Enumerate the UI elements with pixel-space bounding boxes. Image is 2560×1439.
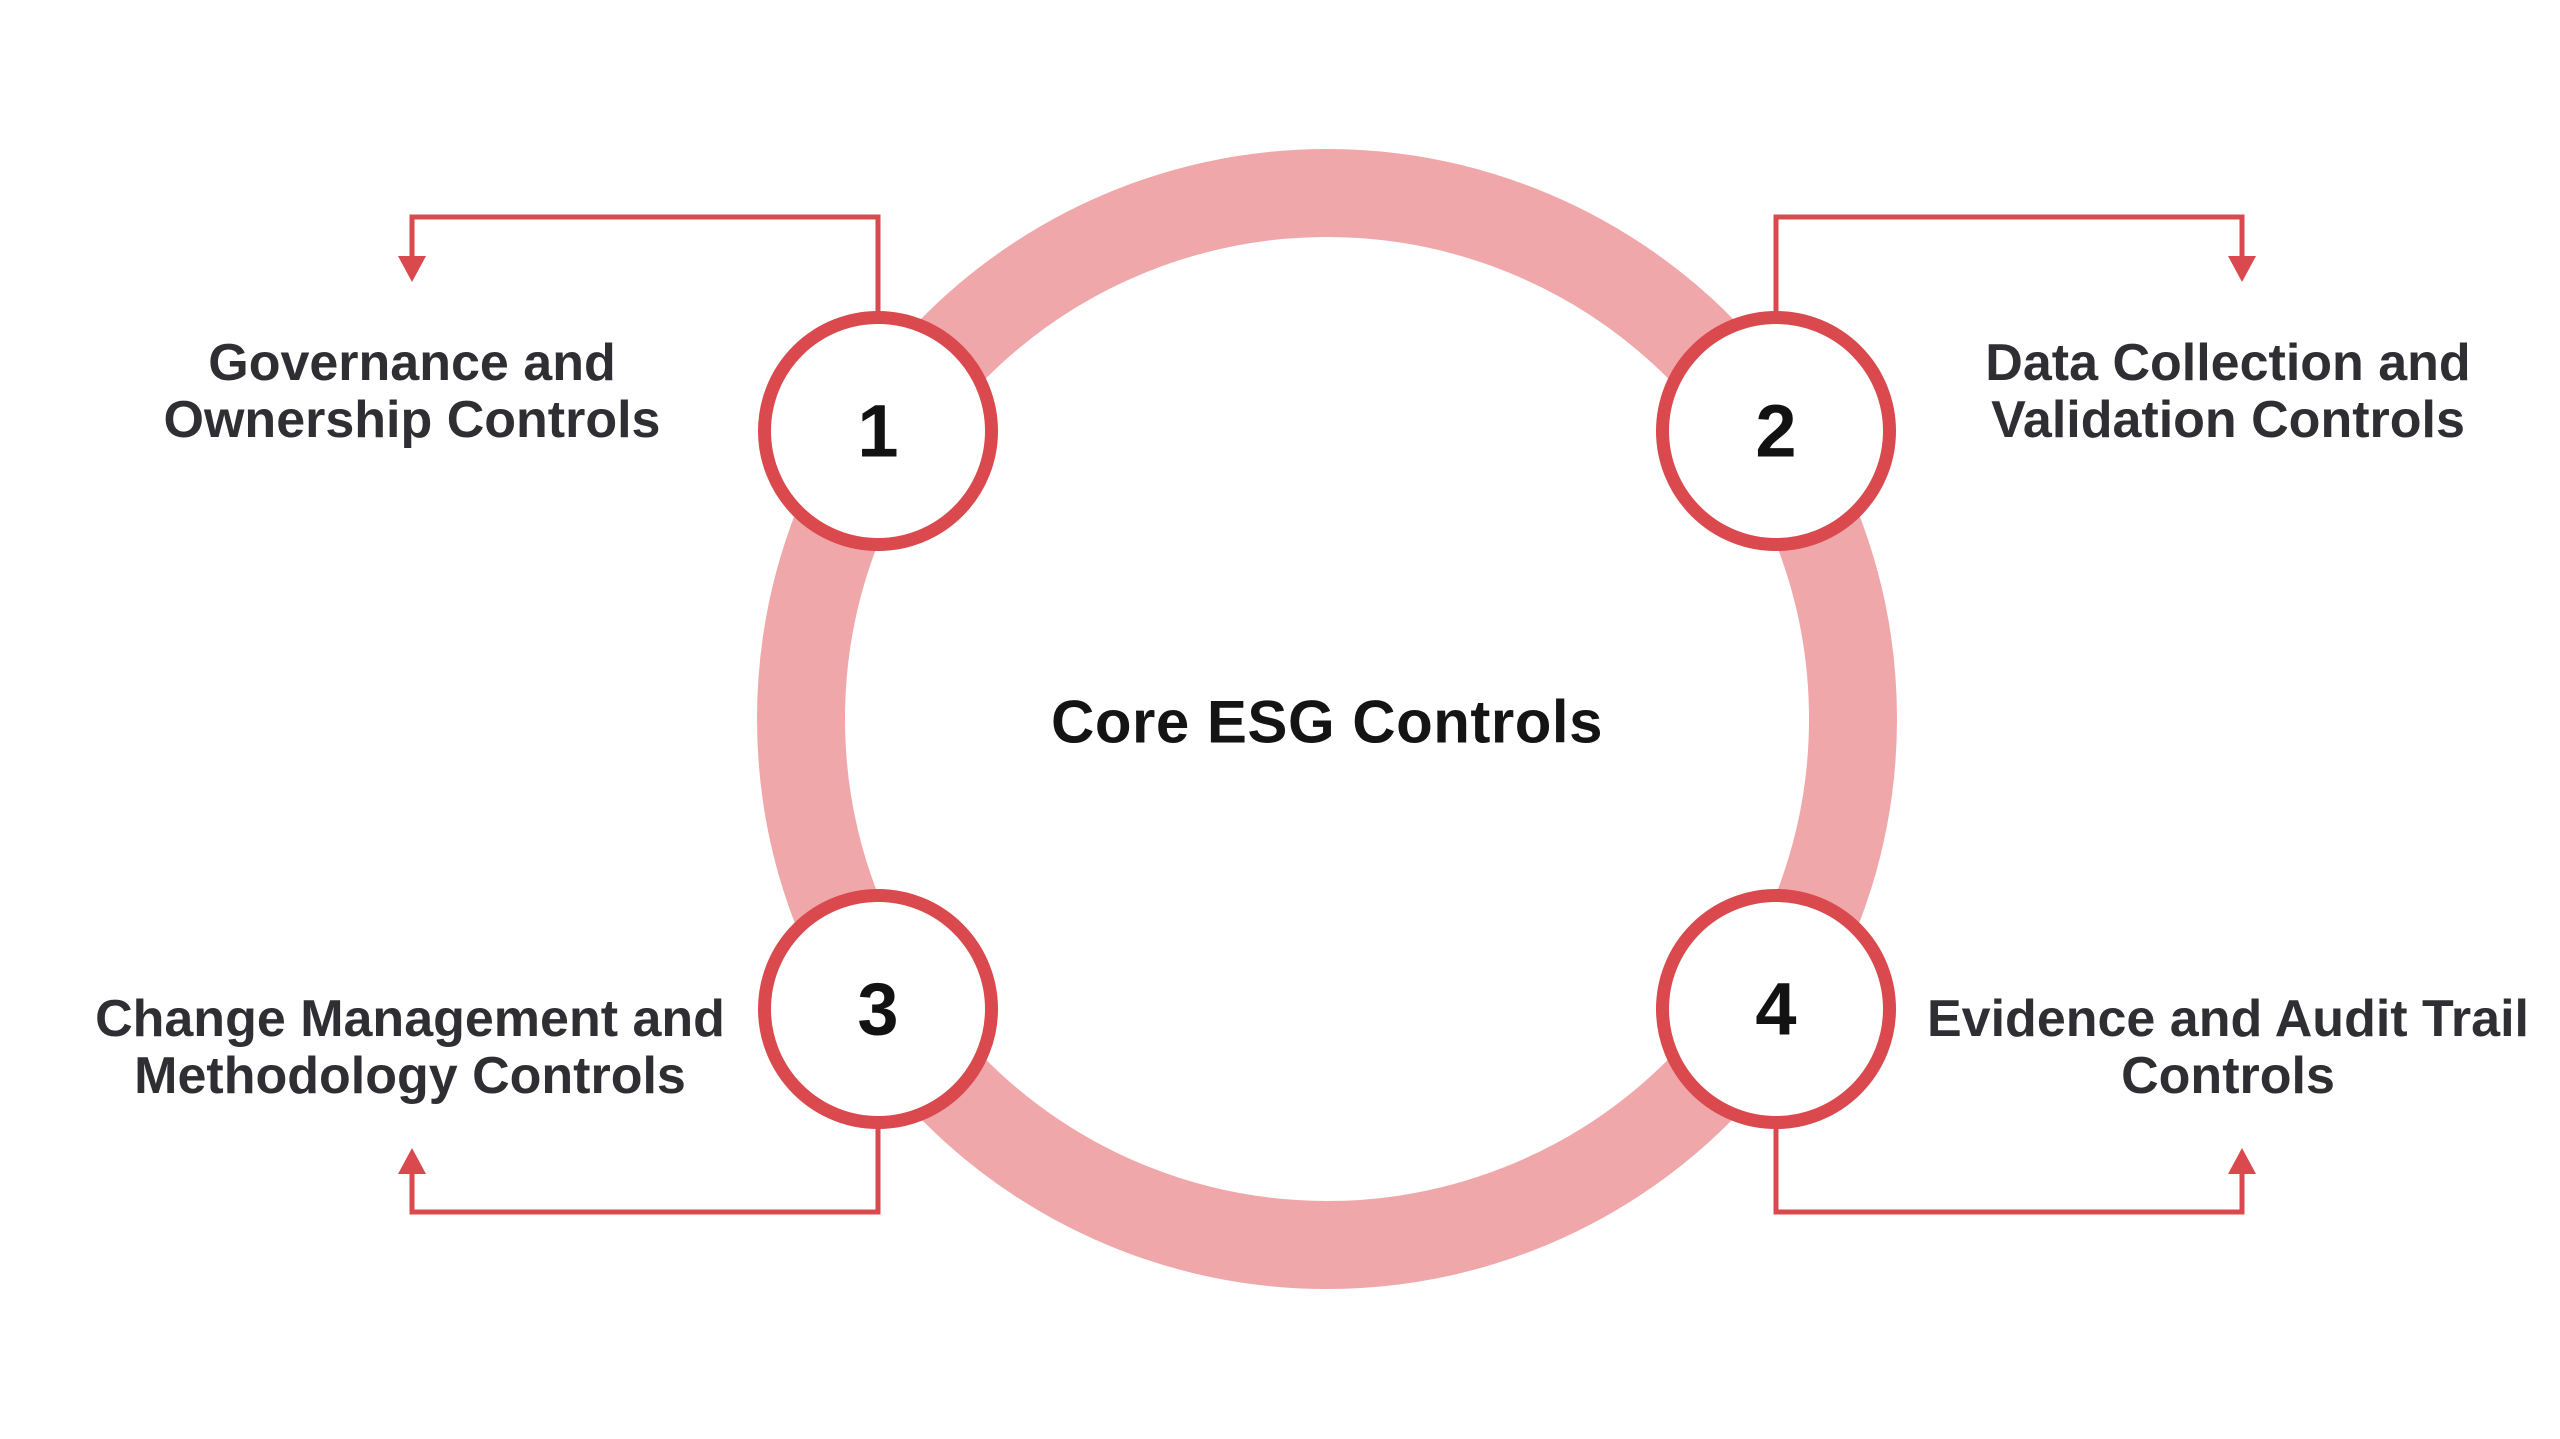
arrowhead-up-icon	[398, 1148, 426, 1174]
step-circle-1	[758, 311, 998, 551]
step-circle-2	[1656, 311, 1896, 551]
step-circle-4	[1656, 889, 1896, 1129]
step-label-1-line-2: Ownership Controls	[163, 391, 661, 449]
connector-bottom-right	[1773, 1125, 2256, 1215]
step-label-3-line-2: Methodology Controls	[134, 1047, 686, 1105]
step-label-2-line-1: Data Collection and	[1985, 333, 2471, 392]
step-number-1: 1	[857, 389, 899, 473]
connector-bottom-left-line	[409, 1125, 881, 1215]
connector-top-right-line	[1773, 214, 2245, 315]
step-label-4-line-1: Evidence and Audit Trail	[1927, 989, 2529, 1048]
step-circle-3	[758, 889, 998, 1129]
diagram-title: Core ESG Controls	[1051, 688, 1603, 756]
connector-top-right	[1773, 214, 2256, 315]
step-label-3-line-1: Change Management and	[95, 989, 725, 1048]
ring	[757, 149, 1897, 1289]
connector-top-left-line	[409, 214, 881, 315]
step-label-2: Data Collection and Validation Controls	[1985, 333, 2471, 449]
step-label-1: Governance and Ownership Controls	[163, 333, 661, 449]
step-label-2-line-2: Validation Controls	[1991, 391, 2465, 449]
step-number-2: 2	[1755, 389, 1797, 473]
step-number-4: 4	[1755, 967, 1797, 1051]
connector-top-left	[398, 214, 881, 315]
step-label-3: Change Management and Methodology Contro…	[95, 989, 725, 1105]
arrowhead-up-icon	[2228, 1148, 2256, 1174]
step-label-1-line-1: Governance and	[208, 333, 616, 392]
connector-bottom-left	[398, 1125, 881, 1215]
step-label-4: Evidence and Audit Trail Controls	[1927, 989, 2529, 1105]
step-label-4-line-2: Controls	[2121, 1047, 2335, 1105]
arrowhead-down-icon	[2228, 256, 2256, 282]
arrowhead-down-icon	[398, 256, 426, 282]
step-number-3: 3	[857, 967, 899, 1051]
connector-bottom-right-line	[1773, 1125, 2245, 1215]
